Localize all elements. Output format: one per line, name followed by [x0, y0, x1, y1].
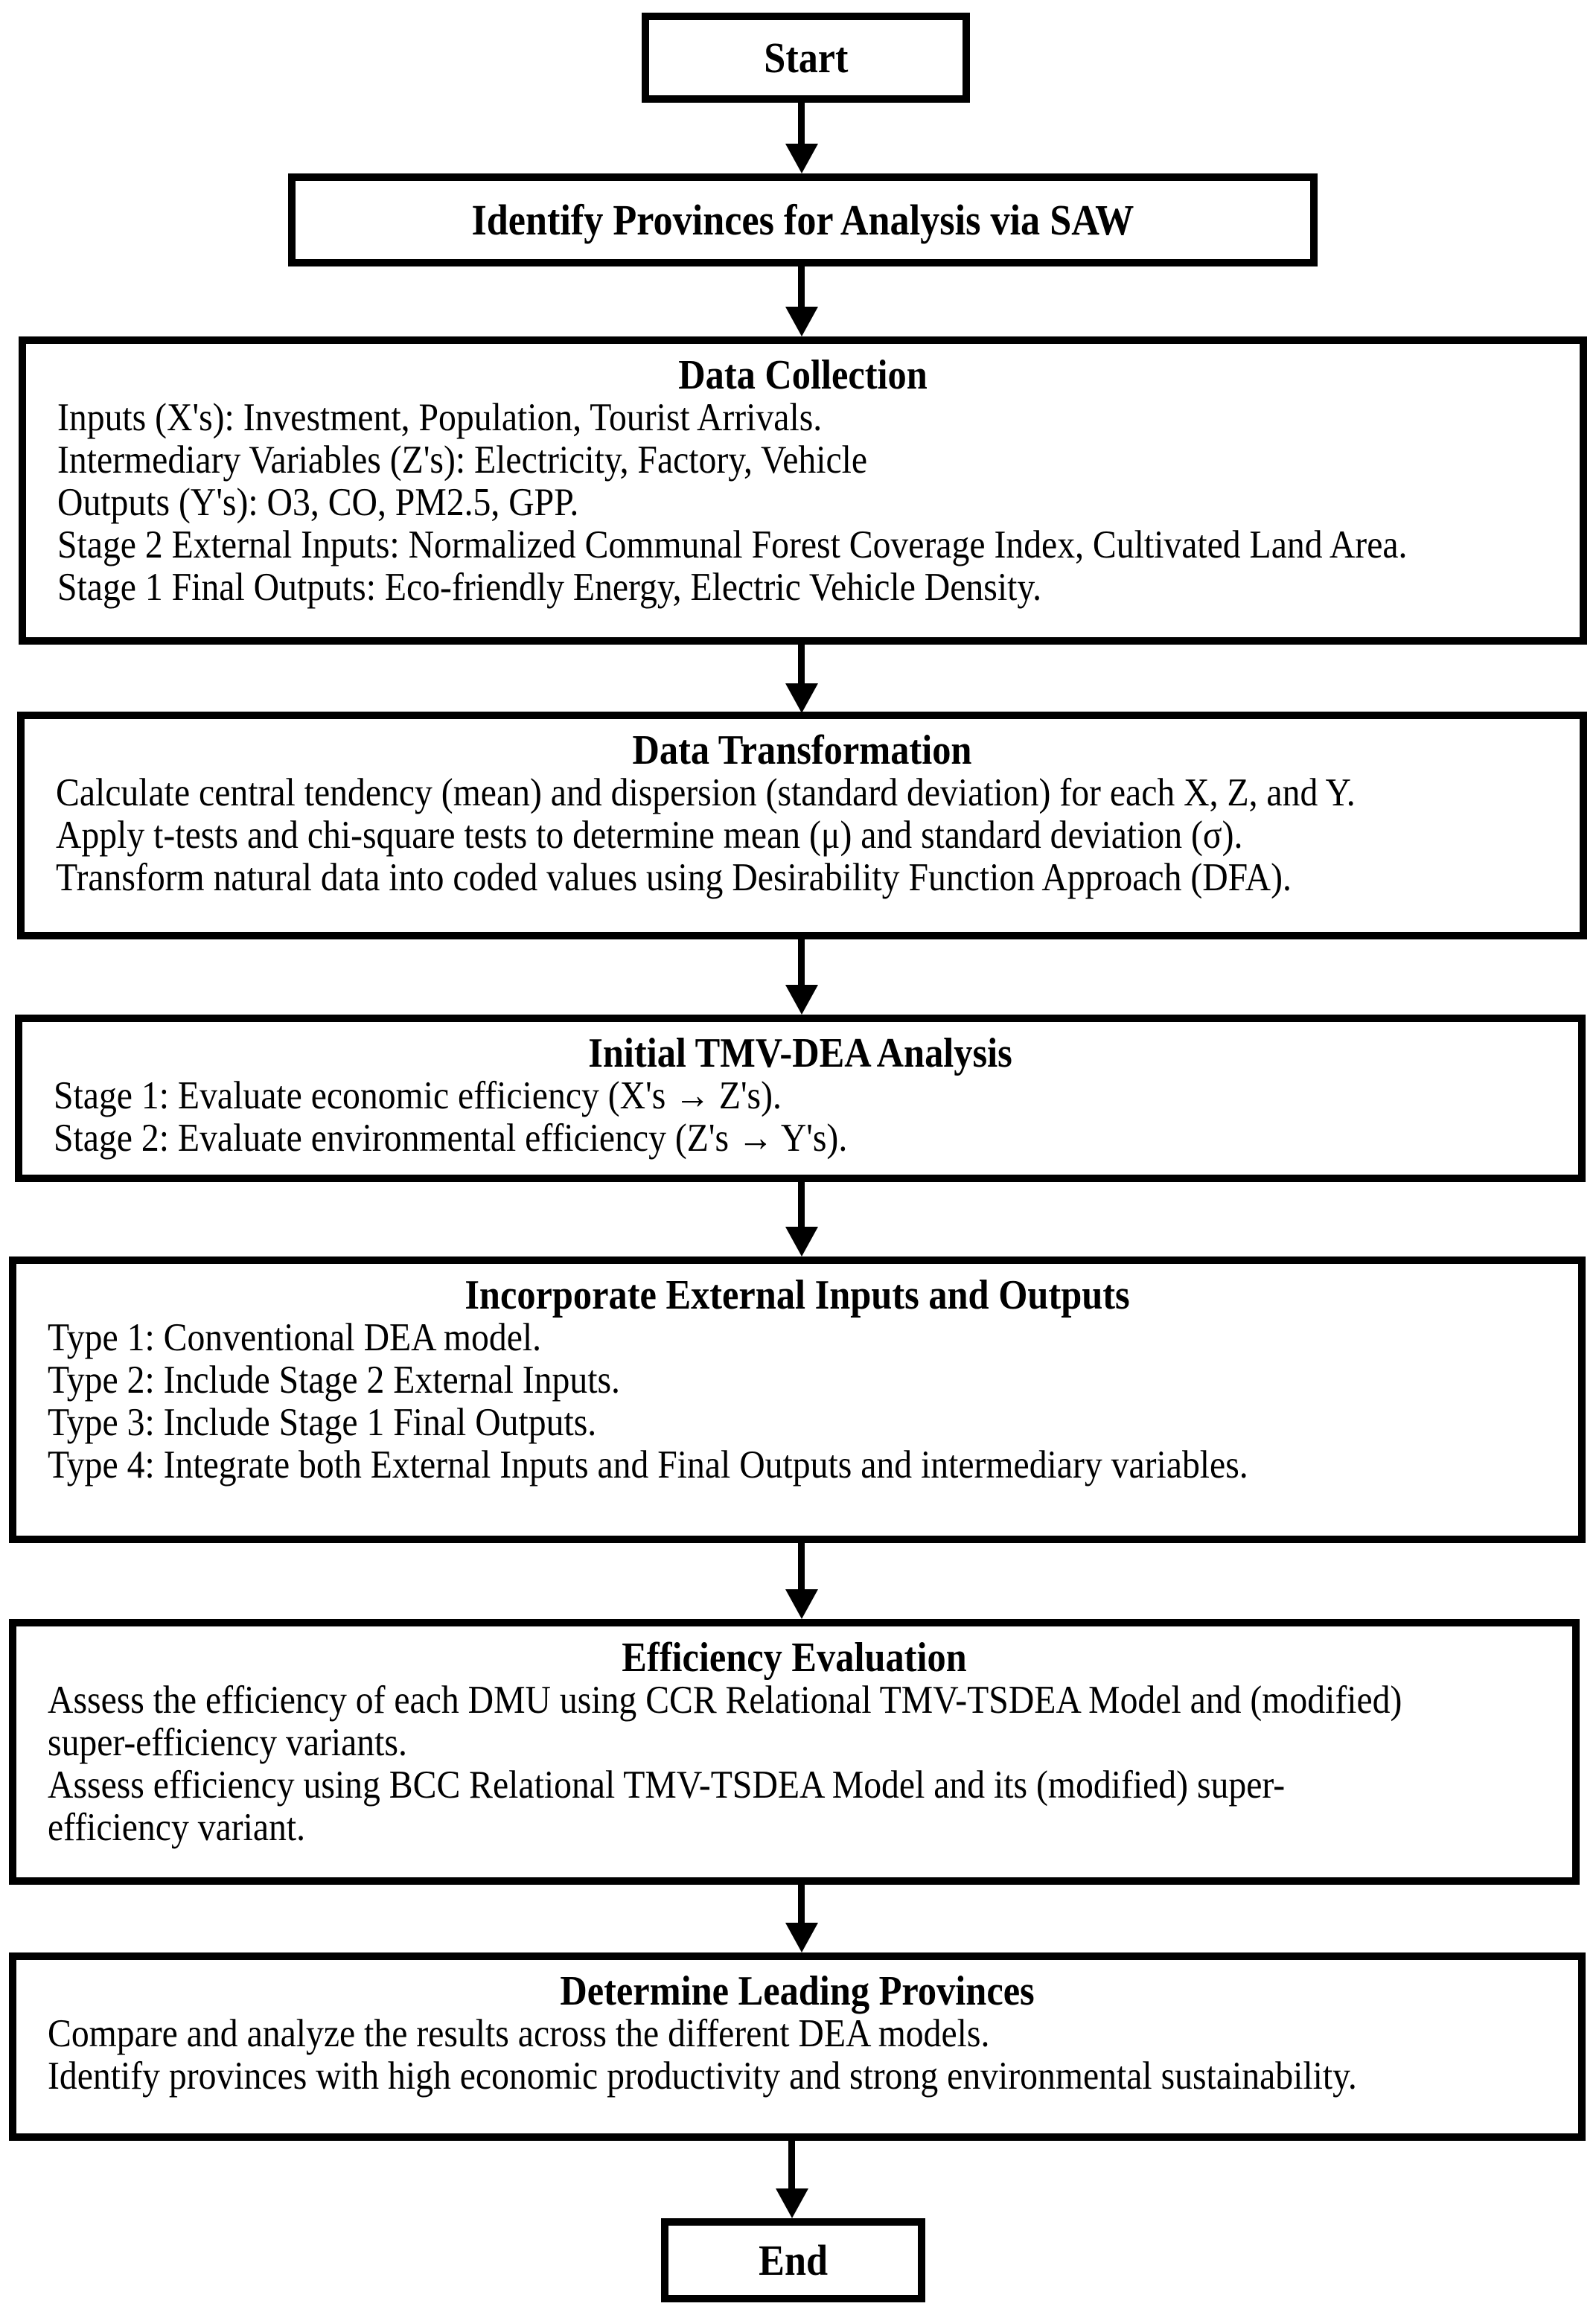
node-text-line: Type 1: Conventional DEA model. — [48, 1316, 542, 1359]
node-text-line: Assess efficiency using BCC Relational T… — [48, 1763, 1286, 1807]
node-title: Data Transformation — [632, 727, 972, 773]
end-node: End — [661, 2218, 925, 2302]
node-title: Data Collection — [678, 352, 928, 398]
node-title: Initial TMV-DEA Analysis — [588, 1030, 1012, 1076]
end-label: End — [759, 2236, 828, 2284]
arrowhead-down-icon — [785, 307, 818, 336]
node-text-line: Identify provinces with high economic pr… — [48, 2054, 1357, 2098]
arrow-shaft — [798, 645, 805, 686]
arrow-shaft — [798, 1543, 805, 1592]
arrow-shaft — [798, 939, 805, 988]
identify-provinces-node: Identify Provinces for Analysis via SAW — [288, 173, 1318, 266]
node-text-line: Type 3: Include Stage 1 Final Outputs. — [48, 1401, 597, 1444]
node-text-line: Stage 1 Final Outputs: Eco-friendly Ener… — [57, 566, 1042, 609]
determine-leading-provinces-node: Determine Leading Provinces Compare and … — [9, 1952, 1586, 2141]
node-text-line: Intermediary Variables (Z's): Electricit… — [57, 438, 868, 482]
node-text-line: Outputs (Y's): O3, CO, PM2.5, GPP. — [57, 481, 579, 524]
node-title: Incorporate External Inputs and Outputs — [465, 1272, 1130, 1318]
incorporate-external-inputs-outputs-node: Incorporate External Inputs and Outputs … — [9, 1257, 1586, 1543]
identify-provinces-label: Identify Provinces for Analysis via SAW — [471, 196, 1134, 244]
node-title: Efficiency Evaluation — [622, 1635, 967, 1681]
arrow-shaft — [788, 2141, 795, 2191]
node-text-line: Stage 2: Evaluate environmental efficien… — [54, 1117, 848, 1160]
flow-arrow-down — [776, 2141, 808, 2218]
flow-arrow-down — [785, 939, 818, 1015]
arrowhead-down-icon — [785, 985, 818, 1015]
arrowhead-down-icon — [785, 1923, 818, 1952]
efficiency-evaluation-node: Efficiency Evaluation Assess the efficie… — [9, 1619, 1580, 1885]
node-text-line: Type 2: Include Stage 2 External Inputs. — [48, 1358, 620, 1402]
flow-arrow-down — [785, 266, 818, 336]
arrowhead-down-icon — [785, 144, 818, 173]
node-text-line: Transform natural data into coded values… — [56, 856, 1292, 899]
arrowhead-down-icon — [785, 683, 818, 713]
data-transformation-node: Data Transformation Calculate central te… — [17, 712, 1587, 939]
node-text-line: Inputs (X's): Investment, Population, To… — [57, 396, 823, 439]
arrow-shaft — [798, 103, 805, 147]
arrowhead-down-icon — [776, 2188, 808, 2218]
node-text-line: Compare and analyze the results across t… — [48, 2012, 990, 2055]
arrow-shaft — [798, 266, 805, 310]
node-text-line: Assess the efficiency of each DMU using … — [48, 1679, 1402, 1722]
node-text-line: Stage 2 External Inputs: Normalized Comm… — [57, 523, 1408, 566]
arrowhead-down-icon — [785, 1227, 818, 1257]
node-text-line: Apply t-tests and chi-square tests to de… — [56, 814, 1243, 857]
data-collection-node: Data Collection Inputs (X's): Investment… — [19, 336, 1587, 645]
node-title: Determine Leading Provinces — [560, 1968, 1035, 2014]
flow-arrow-down — [785, 1885, 818, 1952]
arrow-shaft — [798, 1182, 805, 1230]
node-text-line: Type 4: Integrate both External Inputs a… — [48, 1443, 1248, 1487]
start-label: Start — [763, 33, 849, 82]
node-text-line: Stage 1: Evaluate economic efficiency (X… — [54, 1074, 782, 1117]
flow-arrow-down — [785, 1543, 818, 1619]
flow-arrow-down — [785, 1182, 818, 1257]
arrow-shaft — [798, 1885, 805, 1926]
initial-tmv-dea-analysis-node: Initial TMV-DEA Analysis Stage 1: Evalua… — [15, 1015, 1586, 1182]
node-text-line: super-efficiency variants. — [48, 1721, 407, 1764]
node-text-line: efficiency variant. — [48, 1806, 306, 1849]
flow-arrow-down — [785, 645, 818, 713]
start-node: Start — [642, 13, 970, 103]
arrowhead-down-icon — [785, 1589, 818, 1619]
flow-arrow-down — [785, 103, 818, 173]
node-text-line: Calculate central tendency (mean) and di… — [56, 771, 1356, 814]
